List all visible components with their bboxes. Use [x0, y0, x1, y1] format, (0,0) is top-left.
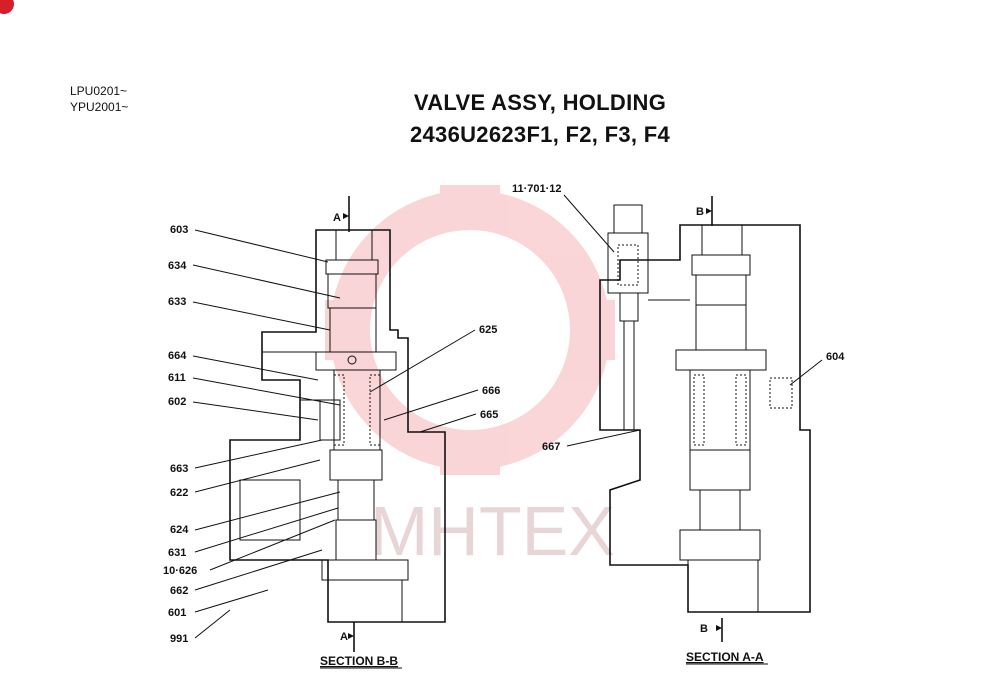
section-aa-title: SECTION A-A — [686, 650, 764, 664]
section-bb-title: SECTION B-B — [320, 654, 398, 668]
left-cut-top-label: A — [333, 212, 341, 224]
label-991: 991 — [170, 633, 188, 645]
serial-range-2: YPU2001~ — [70, 100, 129, 114]
label-611: 611 — [168, 372, 186, 384]
label-602: 602 — [168, 396, 186, 408]
drawing-title: VALVE ASSY, HOLDING — [413, 90, 667, 115]
label-634: 634 — [168, 260, 187, 272]
drawing-part-numbers: 2436U2623F1, F2, F3, F4 — [409, 122, 671, 147]
left-cut-bottom-label: A — [340, 631, 348, 643]
right-cut-top-label: B — [696, 206, 704, 218]
label-633: 633 — [168, 296, 186, 308]
label-667: 667 — [542, 441, 560, 453]
serial-range-1: LPU0201~ — [70, 84, 128, 98]
left-section-view: A A — [229, 196, 446, 652]
label-624: 624 — [170, 524, 189, 536]
label-662: 662 — [170, 585, 188, 597]
watermark-gear — [325, 185, 615, 475]
label-631: 631 — [168, 547, 186, 559]
label-663: 663 — [170, 463, 188, 475]
label-601: 601 — [168, 607, 186, 619]
label-665: 665 — [480, 409, 498, 421]
label-625: 625 — [479, 324, 497, 336]
right-leaders — [563, 194, 823, 447]
label-622: 622 — [170, 487, 188, 499]
right-cut-bottom-label: B — [700, 623, 708, 635]
corner-badge — [0, 0, 14, 14]
label-666: 666 — [482, 385, 500, 397]
label-603: 603 — [170, 224, 188, 236]
label-664: 664 — [168, 350, 187, 362]
left-leaders — [192, 229, 479, 639]
label-11-701-12: 11·701·12 — [512, 183, 562, 195]
right-section-view: B B — [599, 196, 811, 642]
label-604: 604 — [826, 351, 845, 363]
label-10-626: 10·626 — [163, 565, 197, 577]
watermark-text: MHTEX — [370, 492, 615, 570]
